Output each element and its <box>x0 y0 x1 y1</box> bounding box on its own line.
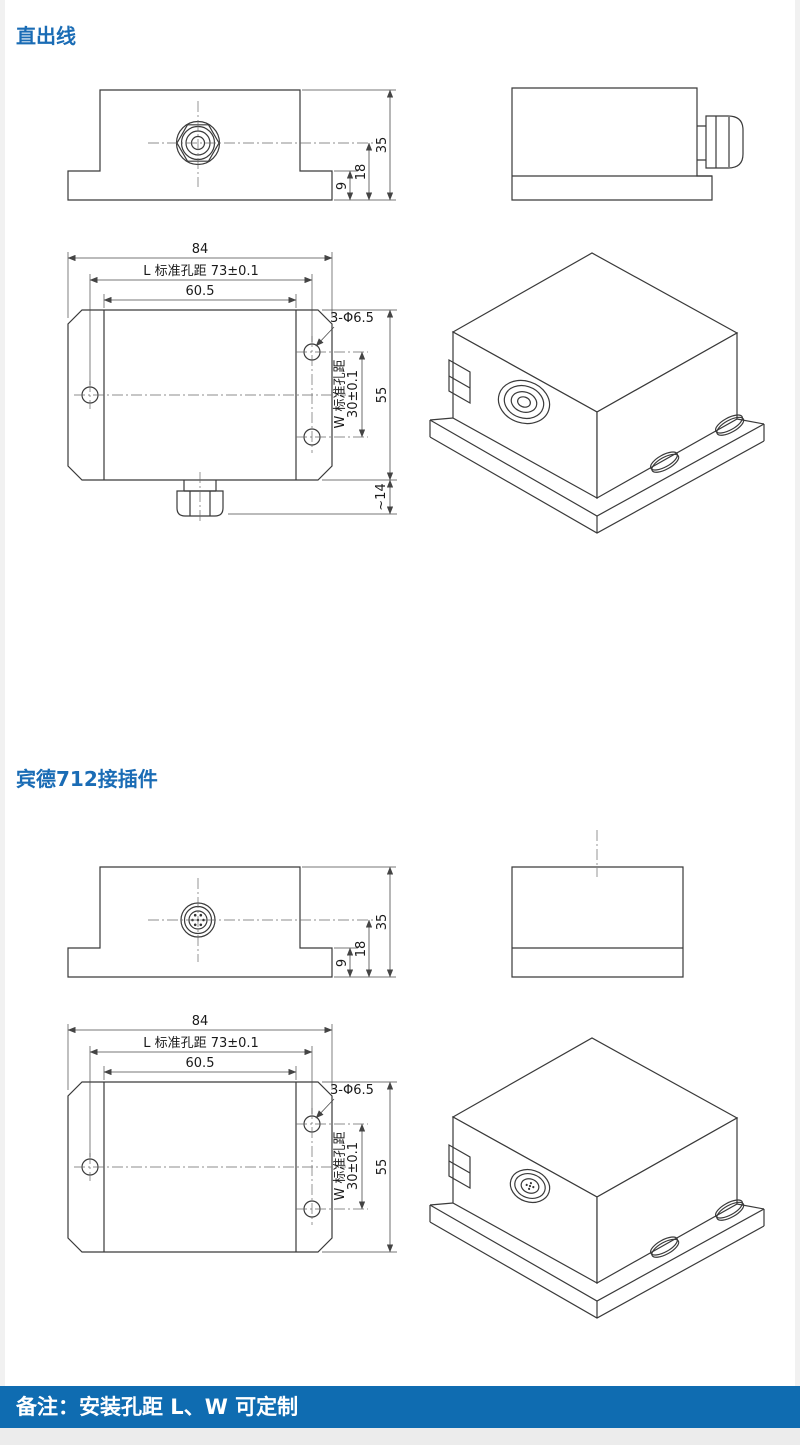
gland-neck <box>697 125 706 161</box>
dim-hole-pitch-w-label: W 标准孔距 <box>333 360 348 429</box>
enclosure-outline <box>511 87 713 201</box>
gland-body <box>705 115 744 169</box>
page-edge-left <box>0 0 5 1445</box>
enclosure-outline <box>67 866 333 978</box>
dim-gland-protrusion: ~14 <box>374 483 389 510</box>
footer-note-bar: 备注：安装孔距 L、W 可定制 <box>0 1386 800 1428</box>
dim-hole-pitch-w-value: 30±0.1 <box>346 370 361 418</box>
dim-center-height: 18 <box>354 941 369 958</box>
section2-title: 宾德712接插件 <box>16 767 158 791</box>
dim-overall-depth: 55 <box>375 387 390 404</box>
dim-total-height: 35 <box>375 914 390 931</box>
dim-overall-width: 84 <box>192 1014 209 1029</box>
dim-hole-pitch-w-value: 30±0.1 <box>346 1142 361 1190</box>
dim-overall-width: 84 <box>192 242 209 257</box>
flange-slot-hole-1 <box>649 1236 680 1258</box>
dim-hole-pitch-l: L 标准孔距 73±0.1 <box>143 1036 259 1051</box>
connector-iso <box>509 1168 551 1204</box>
dim-body-width: 60.5 <box>186 284 215 299</box>
dim-hole-spec: 3-Φ6.5 <box>330 1083 374 1098</box>
dim-total-height: 35 <box>375 137 390 154</box>
dim-center-height: 18 <box>354 164 369 181</box>
dim-body-width: 60.5 <box>186 1056 215 1071</box>
page-edge-right <box>795 0 800 1445</box>
front-view-straight-cable: 9 18 35 <box>67 89 396 201</box>
page-bottom-strip <box>0 1428 800 1445</box>
enclosure-outline <box>67 309 333 481</box>
flange-notch <box>448 1143 471 1190</box>
dim-hole-spec: 3-Φ6.5 <box>330 311 374 326</box>
isometric-view-straight-cable <box>429 252 765 534</box>
gland-body <box>176 490 224 517</box>
cable-gland-iso <box>497 379 551 425</box>
enclosure-outline <box>511 866 684 978</box>
isometric-view-connector <box>429 1037 765 1319</box>
top-view-straight-cable: 84 L 标准孔距 73±0.1 60.5 3-Φ6.5 W 标准孔距 30±0… <box>67 242 397 524</box>
flange-slot-hole-2 <box>714 1199 745 1221</box>
side-view-straight-cable <box>511 87 744 201</box>
dim-hole-pitch-w-label: W 标准孔距 <box>333 1132 348 1201</box>
dim-overall-depth: 55 <box>375 1159 390 1176</box>
top-view-connector: 84 L 标准孔距 73±0.1 60.5 3-Φ6.5 W 标准孔距 30±0… <box>67 1014 397 1253</box>
dim-flange-height: 9 <box>335 959 350 967</box>
enclosure-outline <box>67 89 333 201</box>
flange-notch <box>448 358 471 405</box>
flange-slot-hole-1 <box>649 451 680 473</box>
dim-hole-pitch-l: L 标准孔距 73±0.1 <box>143 264 259 279</box>
footer-note-text: 备注：安装孔距 L、W 可定制 <box>16 1395 299 1419</box>
flange-slot-hole-2 <box>714 414 745 436</box>
dim-flange-height: 9 <box>335 182 350 190</box>
side-view-connector <box>511 830 684 978</box>
enclosure-outline <box>67 1081 333 1253</box>
front-view-connector: 9 18 35 <box>67 866 396 978</box>
section1-title: 直出线 <box>16 24 76 48</box>
